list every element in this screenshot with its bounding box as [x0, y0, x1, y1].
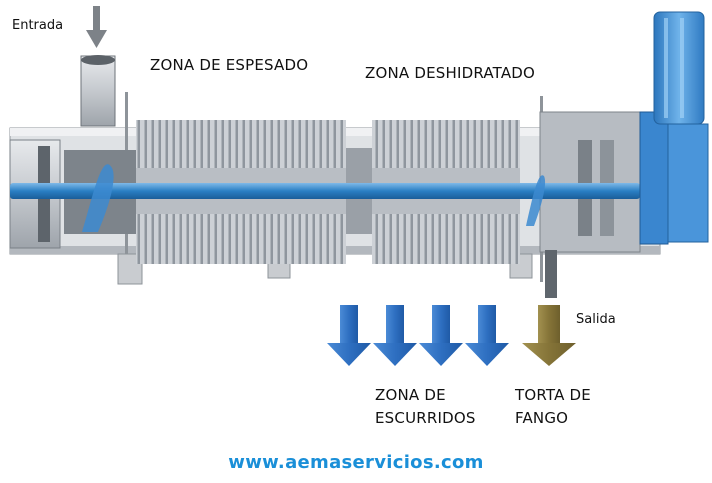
label-salida: Salida [576, 312, 616, 327]
label-zona-espesado: ZONA DE ESPESADO [150, 56, 309, 74]
screw-shaft [10, 164, 640, 232]
down-arrow-icon [465, 305, 509, 366]
inlet-arrow-icon [86, 6, 107, 48]
down-arrow-icon [327, 305, 371, 366]
website-link[interactable]: www.aemaservicios.com [228, 452, 484, 473]
label-torta-fango-line1: TORTA DE [515, 386, 591, 404]
outlet-housing [539, 111, 641, 298]
label-torta-fango-line2: FANGO [515, 409, 569, 427]
cake-arrow-icon [522, 305, 576, 366]
filtrate-arrows [327, 305, 509, 366]
label-zona-deshidratado: ZONA DESHIDRATADO [365, 64, 536, 82]
label-entrada: Entrada [12, 18, 64, 33]
label-zona-escurridos-line1: ZONA DE [375, 386, 446, 404]
motor [639, 11, 709, 245]
down-arrow-icon [373, 305, 417, 366]
label-zona-escurridos-line2: ESCURRIDOS [375, 409, 476, 427]
inlet-hopper [80, 55, 116, 127]
down-arrow-icon [419, 305, 463, 366]
